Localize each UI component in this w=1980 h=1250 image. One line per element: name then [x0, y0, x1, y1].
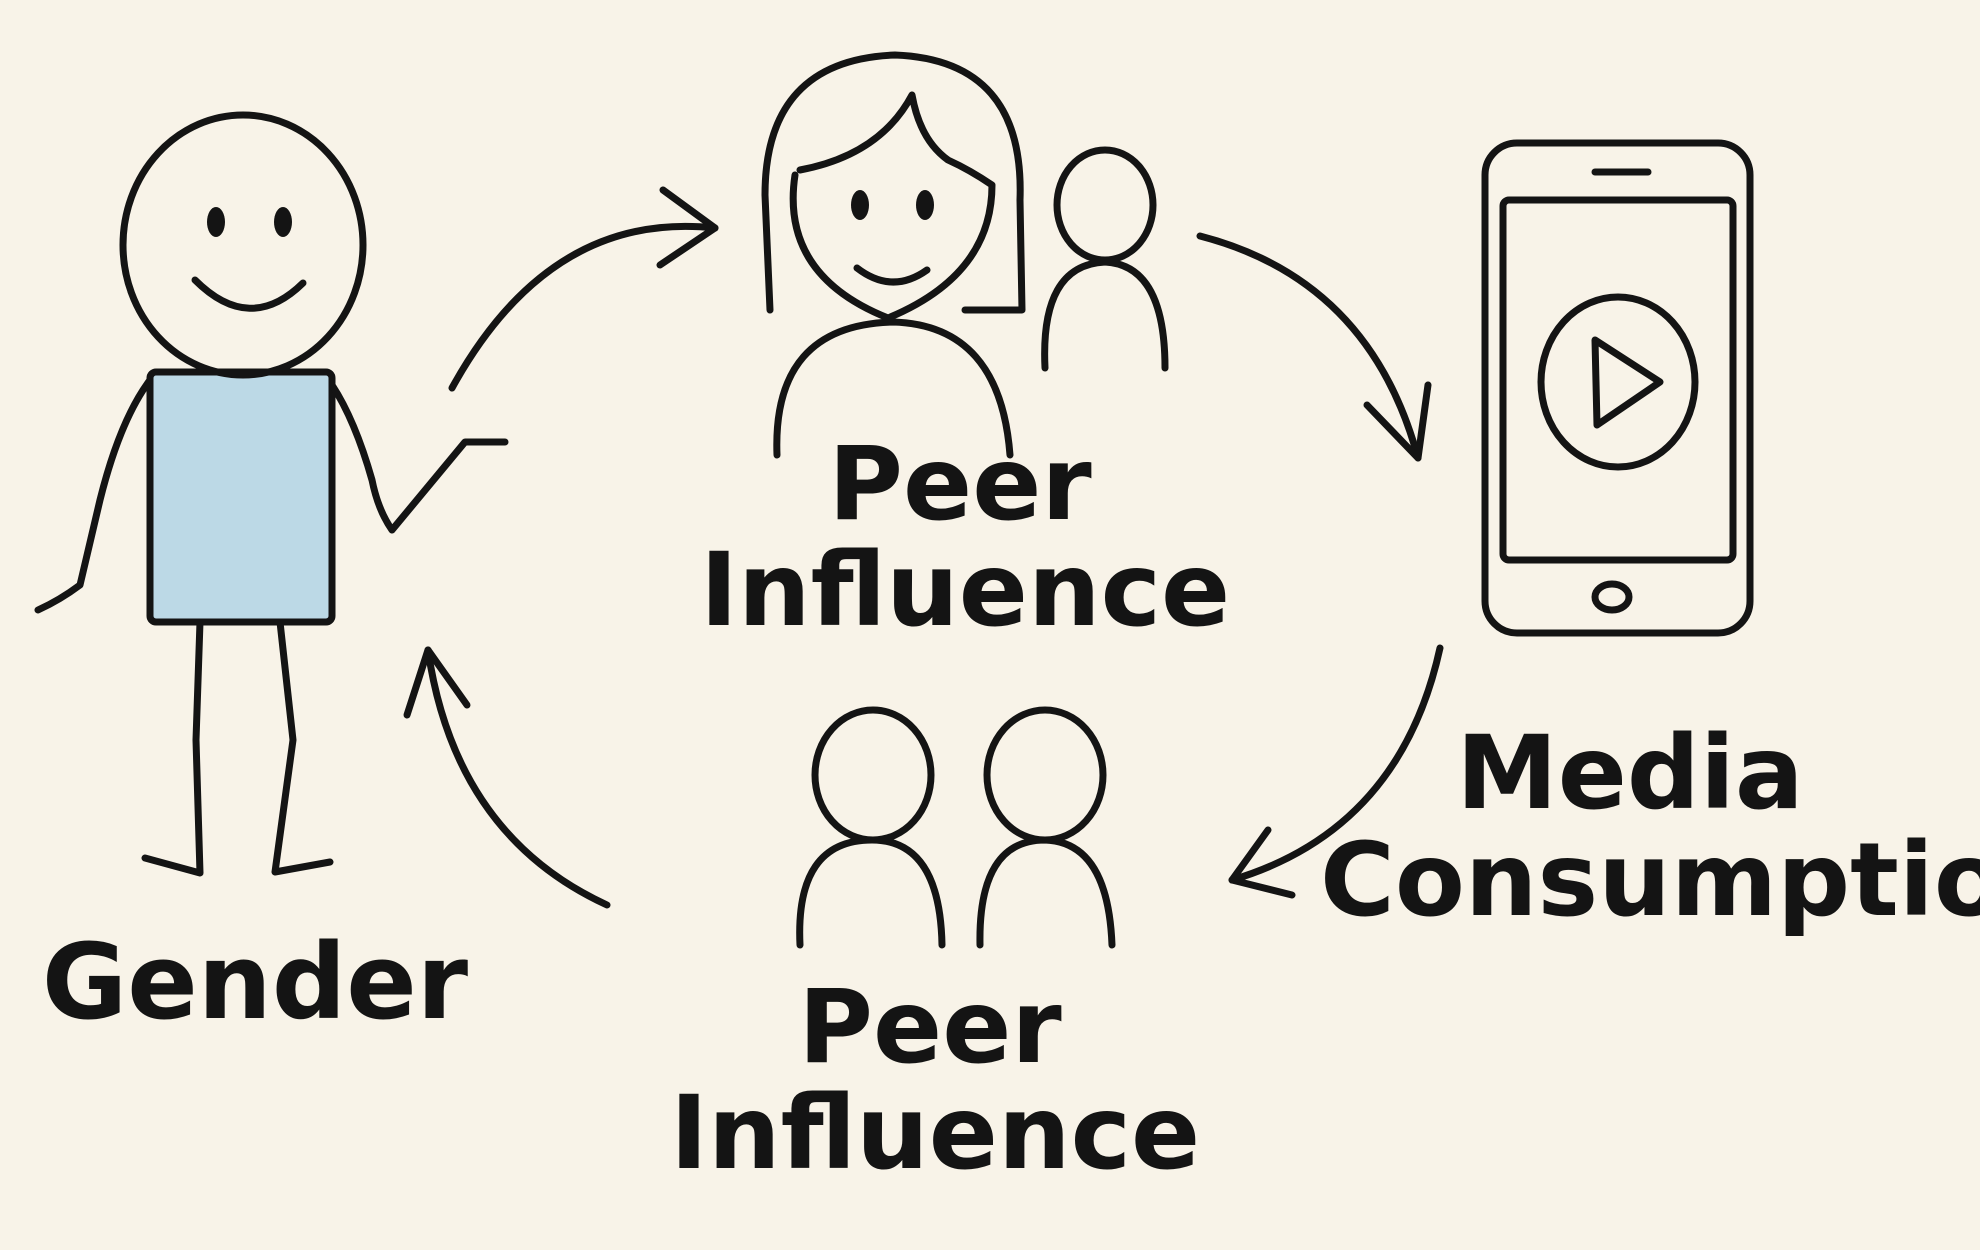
girl-smile: [853, 264, 931, 286]
play-triangle: [1591, 336, 1664, 429]
media-consumption-line1: Media: [1456, 714, 1804, 833]
person-left-body: [796, 836, 946, 949]
person-right-body: [976, 836, 1116, 949]
peer-influence-top-line1: Peer: [828, 425, 1092, 544]
gender-label-text: Gender: [41, 921, 469, 1043]
arrow-peer-to-gender: [403, 646, 611, 909]
person-body: [1041, 258, 1169, 372]
head: [119, 111, 367, 379]
girl-and-person-icon: [761, 51, 1169, 459]
right-arm: [328, 381, 509, 534]
girl-right-eye: [916, 190, 934, 220]
play-circle: [1537, 293, 1699, 471]
shirt: [146, 368, 336, 626]
left-arm: [34, 376, 154, 614]
peer-influence-top-line2: Influence: [700, 531, 1231, 651]
media-consumption-label: Media Consumption: [1320, 714, 1980, 941]
person-left-head: [811, 706, 935, 844]
stick-figure-icon: [34, 111, 509, 877]
girl-left-eye: [851, 190, 869, 220]
person-right-head: [983, 706, 1107, 844]
arrow-peer-to-media: [1196, 232, 1432, 462]
person-head: [1053, 146, 1157, 264]
peer-influence-bottom-label: Peer Influence: [670, 968, 1201, 1194]
smile: [191, 276, 307, 312]
smartphone-play-icon: [1481, 139, 1754, 637]
media-consumption-line2: Consumption: [1320, 821, 1980, 941]
left-leg: [141, 618, 204, 877]
left-eye: [207, 207, 225, 237]
phone-home-button: [1591, 580, 1633, 614]
right-eye: [274, 207, 292, 237]
girl-face: [789, 91, 996, 322]
two-people-icon: [796, 706, 1116, 949]
gender-label: Gender: [40, 930, 470, 1034]
phone-screen: [1499, 196, 1737, 564]
peer-influence-bottom-line1: Peer: [798, 968, 1062, 1087]
girl-body: [773, 318, 1014, 459]
peer-influence-bottom-line2: Influence: [670, 1074, 1201, 1194]
arrow-media-to-peer: [1228, 644, 1444, 899]
girl-hair: [761, 51, 1026, 314]
phone-body: [1481, 139, 1754, 637]
peer-influence-top-label: Peer Influence: [700, 425, 1231, 651]
right-leg: [271, 618, 334, 876]
arrow-gender-to-peer: [448, 186, 719, 392]
